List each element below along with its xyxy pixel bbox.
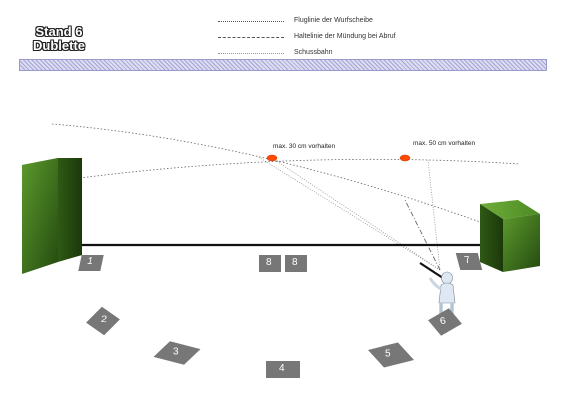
legend-line-shot bbox=[218, 53, 284, 54]
station-1-label: 1 bbox=[86, 256, 95, 267]
station-7-label: 7 bbox=[463, 255, 472, 266]
legend-label-hold: Haltelinie der Mündung bei Abruf bbox=[294, 33, 396, 40]
station-8-left: 8 bbox=[259, 255, 281, 272]
station-8-right-label: 8 bbox=[292, 257, 298, 268]
target-marker-left bbox=[266, 154, 278, 162]
hold-line bbox=[404, 199, 441, 271]
station-7: 7 bbox=[455, 253, 483, 270]
station-2-label: 2 bbox=[100, 314, 108, 326]
station-5-label: 5 bbox=[385, 348, 391, 360]
shot-path-left bbox=[256, 155, 441, 271]
legend-label-flight: Fluglinie der Wurfscheibe bbox=[294, 17, 373, 24]
target-marker-right bbox=[399, 154, 411, 162]
legend-line-hold bbox=[218, 37, 284, 38]
station-1: 1 bbox=[78, 255, 104, 271]
shot-path-right bbox=[427, 159, 441, 271]
station-8-right: 8 bbox=[285, 255, 307, 272]
flight-line-left-house bbox=[51, 123, 481, 223]
flight-line-right-house bbox=[79, 158, 521, 179]
high-house-left bbox=[22, 158, 82, 274]
hatched-separator-bar bbox=[19, 59, 547, 71]
station-4: 4 bbox=[266, 361, 300, 378]
diagram-title-line1: Stand 6 bbox=[35, 24, 83, 39]
diagram-title-line2: Dublette bbox=[33, 38, 85, 53]
lead-annotation-left: max. 30 cm vorhalten bbox=[273, 143, 336, 150]
station-6-label: 6 bbox=[439, 316, 447, 327]
low-house-right bbox=[480, 200, 540, 272]
lead-annotation-right: max. 50 cm vorhalten bbox=[413, 140, 476, 147]
station-4-label: 4 bbox=[279, 363, 285, 374]
legend-line-flight bbox=[218, 21, 284, 22]
station-8-left-label: 8 bbox=[266, 257, 272, 268]
legend-label-shot: Schussbahn bbox=[294, 49, 333, 56]
shot-path-left-2 bbox=[271, 157, 441, 271]
station-3-label: 3 bbox=[172, 346, 179, 358]
shooter-figure bbox=[419, 262, 456, 320]
